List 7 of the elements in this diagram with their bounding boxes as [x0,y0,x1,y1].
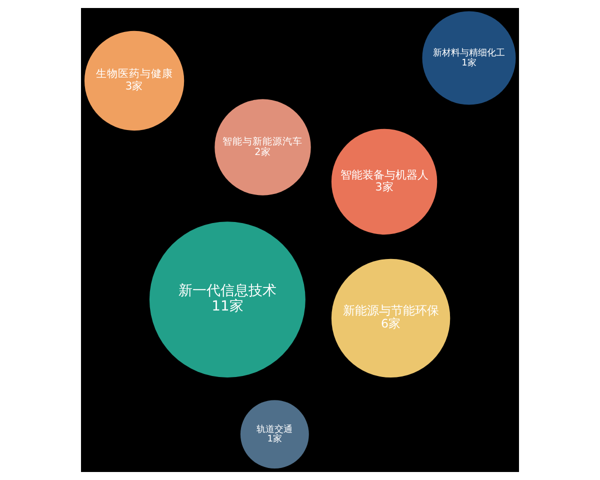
node-circle: 新能源与节能环保 6家 [331,258,450,378]
node-circle: 新一代信息技术 11家 [149,222,306,378]
node-circle: 新材料与精细化工 1家 [422,11,516,105]
node-circle: 智能装备与机器人 3家 [331,128,438,235]
node-circle: 生物医药与健康 3家 [84,30,184,131]
node-circle: 轨道交通 1家 [240,400,309,469]
node-circle: 智能与新能源汽车 2家 [214,99,311,196]
